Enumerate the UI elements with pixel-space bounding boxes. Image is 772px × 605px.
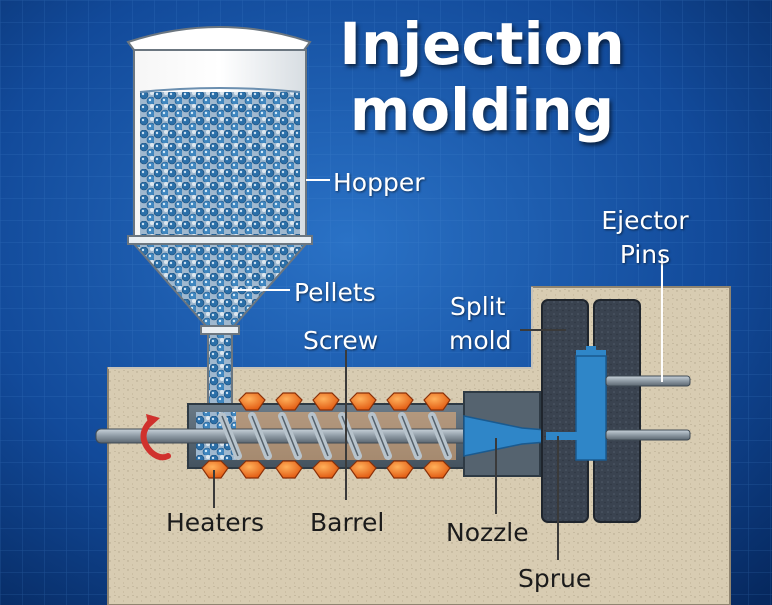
- title-line-1: Injection: [339, 10, 625, 78]
- screw-label: Screw: [303, 326, 379, 355]
- split-mold-label-line-2: mold: [449, 326, 512, 355]
- sprue-label: Sprue: [518, 564, 592, 593]
- nozzle-label: Nozzle: [446, 518, 529, 547]
- pellets-label: Pellets: [294, 278, 376, 307]
- split-mold: [541, 299, 641, 523]
- title-line-2: molding: [349, 76, 615, 144]
- ejector-pins: [605, 375, 691, 441]
- split-mold-label-line-1: Split: [450, 292, 506, 321]
- curved-arrow-icon: [140, 414, 171, 461]
- machine-base-shadow: [108, 287, 533, 369]
- nozzle: [463, 391, 547, 477]
- heaters-label: Heaters: [166, 508, 264, 537]
- hopper: [126, 26, 313, 405]
- heater-row-top: [238, 392, 451, 411]
- leader-lines: [213, 179, 663, 560]
- heater-row-bottom: [201, 460, 451, 479]
- ejector-pins-label-line-1: Ejector: [601, 206, 689, 235]
- barrel-label: Barrel: [310, 508, 385, 537]
- hopper-label: Hopper: [333, 168, 425, 197]
- ejector-pins-label-line-2: Pins: [619, 240, 671, 269]
